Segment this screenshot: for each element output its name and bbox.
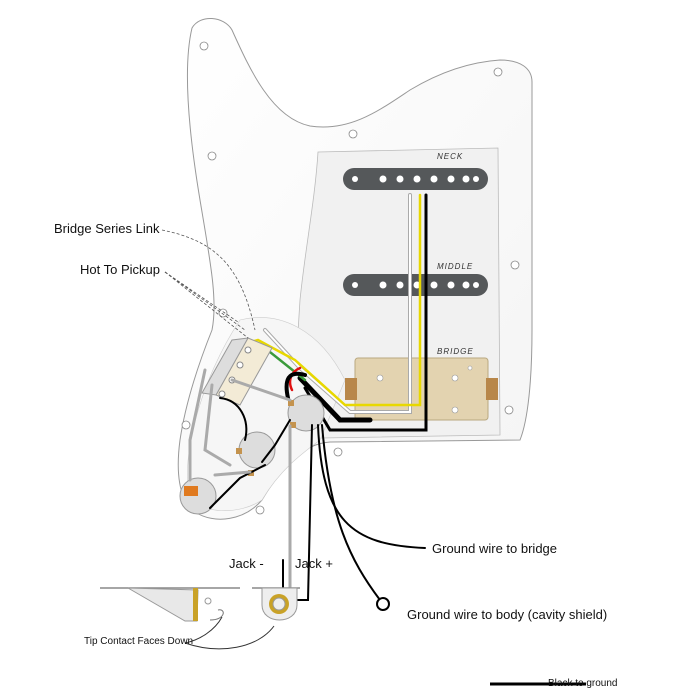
middle-pickup (343, 274, 488, 296)
jack-front-view (252, 587, 300, 621)
hot-to-pickup-label: Hot To Pickup (80, 262, 160, 277)
neck-label: NECK (437, 152, 464, 161)
tip-arrows (184, 616, 275, 650)
legend-black-to-ground: Black to ground (548, 678, 618, 689)
callout-lines (161, 229, 256, 339)
neck-pickup (343, 168, 488, 190)
tone-pot-2 (179, 477, 217, 515)
bridge-label: BRIDGE (437, 347, 474, 356)
ground-to-bridge-label: Ground wire to bridge (432, 541, 558, 556)
screw-holes (181, 41, 520, 515)
jack-plus-label: Jack + (295, 556, 333, 571)
bridge-series-link-label: Bridge Series Link (54, 221, 160, 236)
jack-minus-label: Jack - (229, 556, 264, 571)
middle-label: MIDDLE (437, 262, 474, 271)
volume-pot (287, 394, 325, 432)
ground-lug (376, 597, 390, 611)
jack-side-view (100, 587, 240, 622)
tip-contact-label: Tip Contact Faces Down (84, 636, 194, 647)
ground-to-body-label: Ground wire to body (cavity shield) (407, 607, 608, 622)
